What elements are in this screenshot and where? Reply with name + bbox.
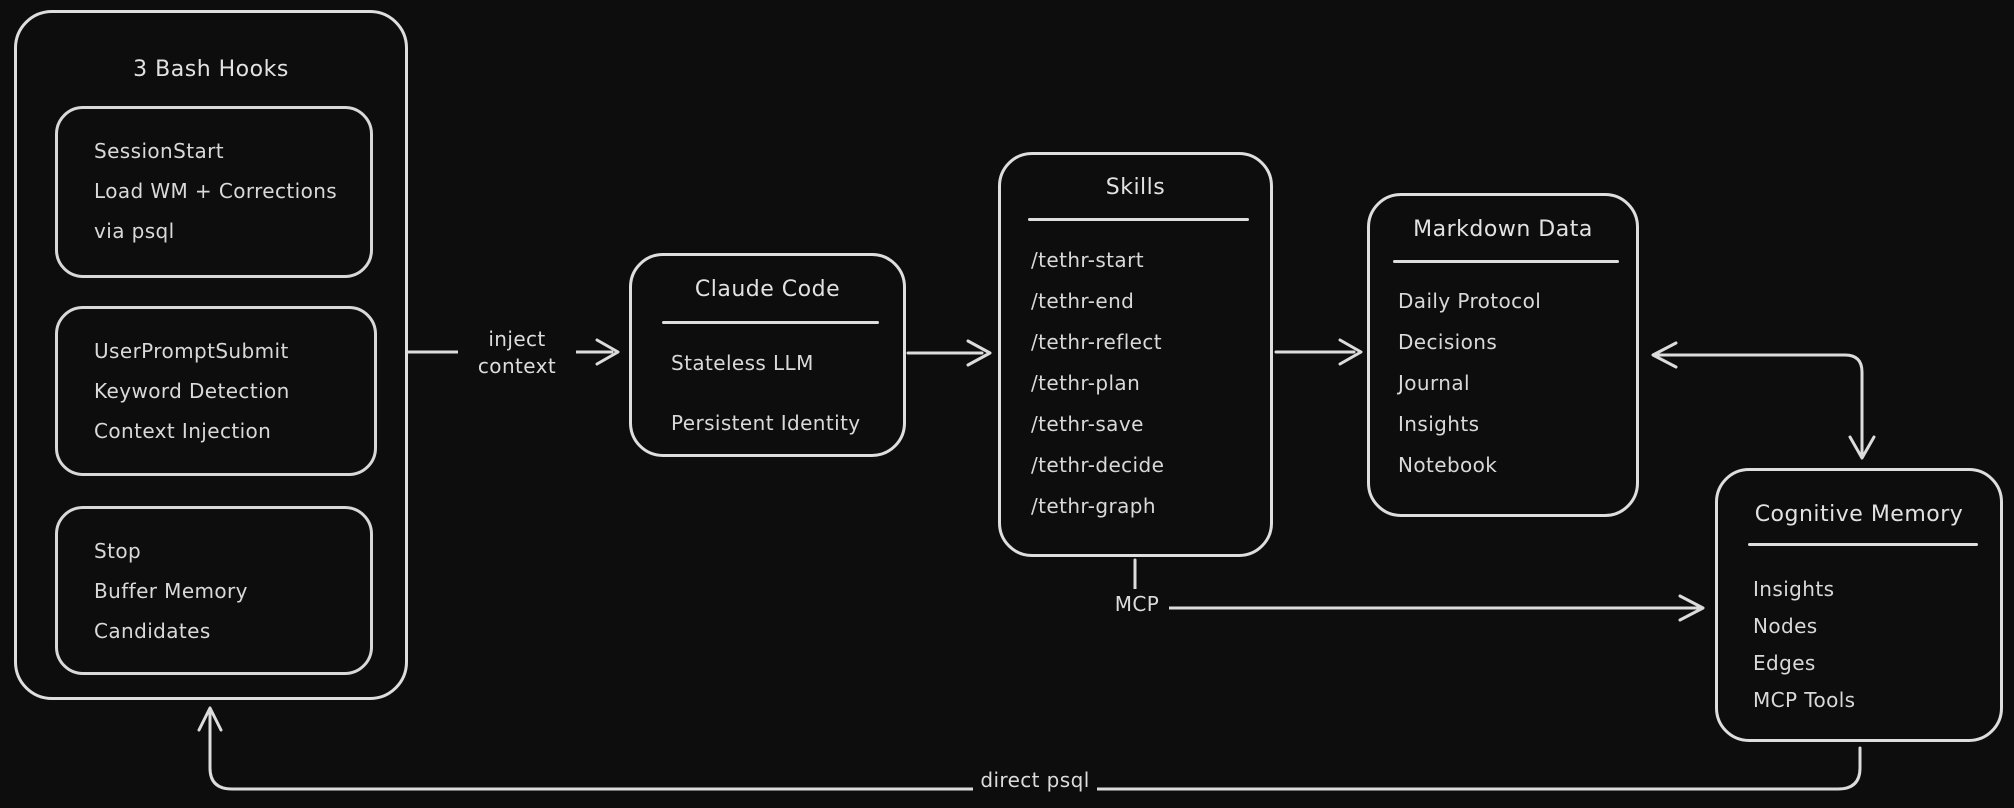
hook-session-start: SessionStart Load WM + Corrections via p… xyxy=(55,106,373,278)
node-claude-code: Claude Code Stateless LLM Persistent Ide… xyxy=(629,253,906,457)
arrowhead-right-icon xyxy=(595,338,620,366)
hook-line: via psql xyxy=(94,219,175,243)
node-item: Stateless LLM xyxy=(671,351,814,375)
title-divider xyxy=(1393,260,1619,263)
hook-line: Candidates xyxy=(94,619,211,643)
node-item: Persistent Identity xyxy=(671,411,861,435)
hook-line: UserPromptSubmit xyxy=(94,339,289,363)
node-skills: Skills /tethr-start /tethr-end /tethr-re… xyxy=(998,152,1273,557)
hook-line: Context Injection xyxy=(94,419,272,443)
node-cognitive-memory: Cognitive Memory Insights Nodes Edges MC… xyxy=(1715,468,2003,742)
hook-line: Load WM + Corrections xyxy=(94,179,338,203)
skill-command: /tethr-graph xyxy=(1031,494,1156,518)
edge-label-line: context xyxy=(477,354,557,378)
node-item: Journal xyxy=(1398,371,1470,395)
arrowhead-right-icon xyxy=(966,339,992,367)
node-title: Claude Code xyxy=(694,277,841,302)
arrowhead-left-icon xyxy=(1651,341,1678,369)
edge-skills-to-markdown xyxy=(1274,338,1363,366)
edge-cognitive-to-markdown xyxy=(1651,341,1876,460)
edge-claude-to-skills xyxy=(906,339,992,367)
edge-label-inject-context: inject context xyxy=(458,326,576,380)
hook-line: Keyword Detection xyxy=(94,379,290,403)
skill-command: /tethr-reflect xyxy=(1031,330,1162,354)
node-title: 3 Bash Hooks xyxy=(133,57,289,82)
title-divider xyxy=(1748,543,1978,546)
title-divider xyxy=(662,321,879,324)
node-title: Markdown Data xyxy=(1413,217,1593,242)
edge-label-mcp: MCP xyxy=(1105,589,1169,619)
node-item: Daily Protocol xyxy=(1398,289,1542,313)
node-item: Insights xyxy=(1753,577,1835,601)
skill-command: /tethr-save xyxy=(1031,412,1144,436)
skill-command: /tethr-end xyxy=(1031,289,1135,313)
node-item: Decisions xyxy=(1398,330,1498,354)
arrowhead-up-icon xyxy=(197,706,223,732)
node-item: MCP Tools xyxy=(1753,688,1856,712)
hook-user-prompt-submit: UserPromptSubmit Keyword Detection Conte… xyxy=(55,306,377,476)
node-title: Skills xyxy=(1105,175,1166,200)
hook-line: Stop xyxy=(94,539,142,563)
skill-command: /tethr-start xyxy=(1031,248,1144,272)
skill-command: /tethr-plan xyxy=(1031,371,1141,395)
node-title: Cognitive Memory xyxy=(1754,502,1964,527)
node-item: Notebook xyxy=(1398,453,1498,477)
hook-stop: Stop Buffer Memory Candidates xyxy=(55,506,373,675)
node-item: Insights xyxy=(1398,412,1480,436)
hook-line: Buffer Memory xyxy=(94,579,248,603)
edge-mcp-to-cognitive xyxy=(1161,594,1705,622)
node-item: Edges xyxy=(1753,651,1816,675)
arrowhead-right-icon xyxy=(1678,594,1705,622)
arrowhead-down-icon xyxy=(1848,435,1876,460)
title-divider xyxy=(1028,218,1249,221)
edge-label-line: inject xyxy=(488,327,546,351)
skill-command: /tethr-decide xyxy=(1031,453,1165,477)
hook-line: SessionStart xyxy=(94,139,224,163)
node-item: Nodes xyxy=(1753,614,1818,638)
edge-label-direct-psql: direct psql xyxy=(973,764,1097,796)
arrowhead-right-icon xyxy=(1338,338,1363,366)
node-markdown-data: Markdown Data Daily Protocol Decisions J… xyxy=(1367,193,1639,517)
node-bash-hooks: 3 Bash Hooks SessionStart Load WM + Corr… xyxy=(14,10,408,700)
